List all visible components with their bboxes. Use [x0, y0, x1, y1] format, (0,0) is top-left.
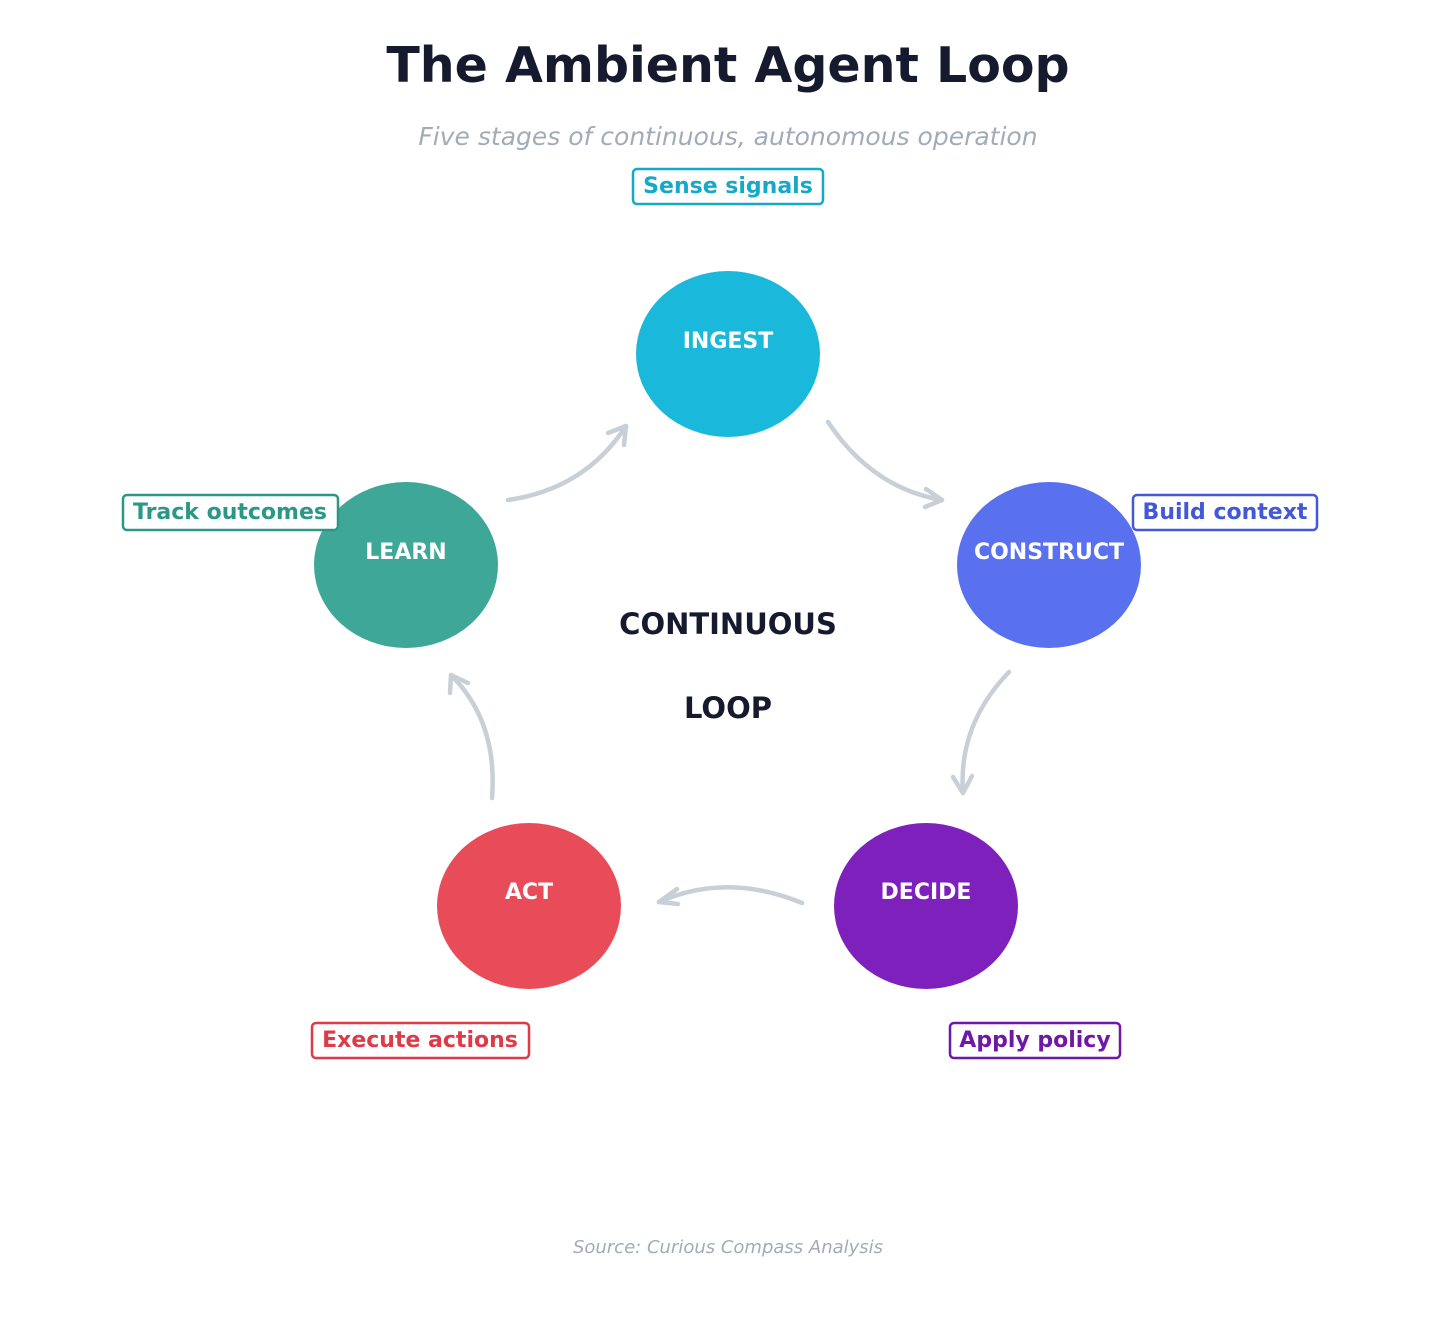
stage-tag-text-learn: Track outcomes — [133, 500, 327, 525]
loop-arrows — [447, 419, 1012, 907]
stage-tag-decide: Apply policy — [948, 1021, 1122, 1060]
stage-tag-learn: Track outcomes — [121, 493, 340, 532]
center-label-line-2: LOOP — [684, 691, 772, 725]
stage-circle-decide — [834, 823, 1018, 989]
arrow-ingest-to-construct — [825, 419, 945, 510]
stage-label-act: ACT — [505, 880, 553, 905]
stage-label-decide: DECIDE — [881, 880, 972, 905]
stage-label-learn: LEARN — [365, 540, 446, 565]
stage-tag-text-decide: Apply policy — [959, 1028, 1110, 1053]
stage-node-decide: DECIDE — [834, 823, 1018, 989]
stage-label-construct: CONSTRUCT — [974, 540, 1124, 565]
stage-circle-ingest — [636, 271, 820, 437]
stage-tag-text-ingest: Sense signals — [643, 174, 813, 199]
stage-node-act: ACT — [437, 823, 621, 989]
stage-circle-construct — [957, 482, 1141, 648]
stage-node-learn: LEARN — [314, 482, 498, 648]
arrow-act-to-learn — [447, 672, 495, 801]
stage-node-construct: CONSTRUCT — [957, 482, 1141, 648]
arrow-decide-to-act — [656, 885, 805, 907]
stage-tag-construct: Build context — [1131, 493, 1319, 532]
arrow-construct-to-decide — [950, 669, 1012, 796]
stage-label-ingest: INGEST — [683, 329, 774, 354]
stage-tag-box-decide — [948, 1021, 1122, 1060]
stage-tag-act: Execute actions — [310, 1021, 531, 1060]
stage-tag-box-construct — [1131, 493, 1319, 532]
center-label-line-1: CONTINUOUS — [619, 607, 837, 641]
stage-tag-ingest: Sense signals — [631, 167, 825, 206]
stage-circle-learn — [314, 482, 498, 648]
diagram-subtitle: Five stages of continuous, autonomous op… — [418, 122, 1037, 151]
stage-tag-box-ingest — [631, 167, 825, 206]
stage-node-ingest: INGEST — [636, 271, 820, 437]
stage-circle-act — [437, 823, 621, 989]
arrow-learn-to-ingest — [505, 423, 629, 503]
stage-tag-text-act: Execute actions — [322, 1028, 518, 1053]
stage-tag-text-construct: Build context — [1143, 500, 1308, 525]
stage-tag-box-learn — [121, 493, 340, 532]
stage-tag-box-act — [310, 1021, 531, 1060]
diagram-title: The Ambient Agent Loop — [386, 37, 1069, 94]
source-note: Source: Curious Compass Analysis — [573, 1237, 883, 1258]
